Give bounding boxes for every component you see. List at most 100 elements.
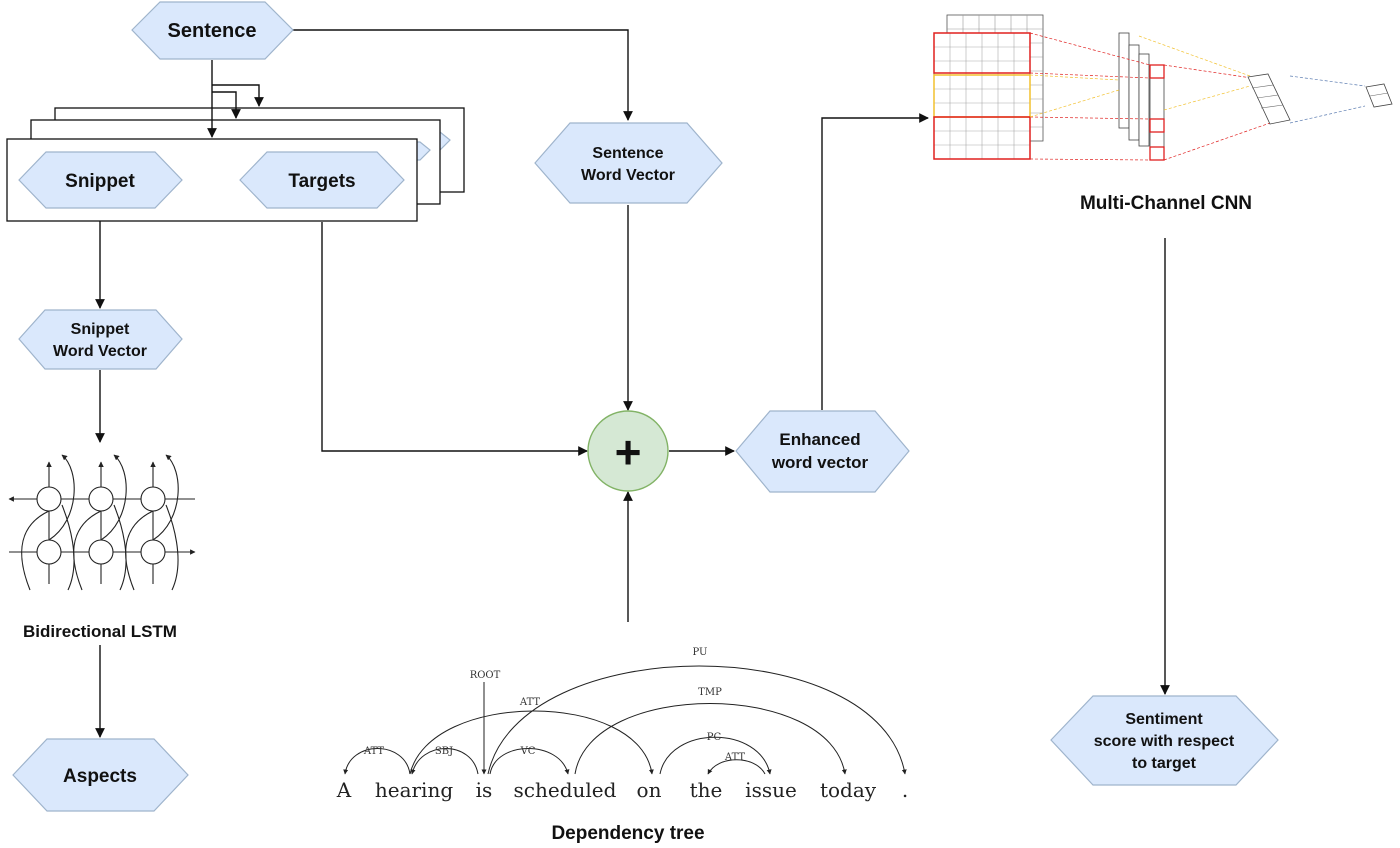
cnn-filter-bottom — [933, 116, 1031, 160]
relation-vc-label: VC — [520, 746, 536, 757]
lstm-curve-1b — [48, 454, 75, 541]
dependency-word-8: today — [820, 778, 877, 802]
node-combine: + — [587, 410, 669, 492]
enhanced-word-vector-hexagon — [735, 410, 910, 493]
relation-sbj-label: SBJ — [435, 746, 453, 757]
sentence-hexagon — [131, 1, 294, 60]
cnn-pooled-cells — [1149, 64, 1165, 161]
snippet-hexagon — [18, 151, 183, 209]
sentence-word-vector-label-line2: Word Vector — [581, 167, 675, 184]
dependency-word-4: scheduled — [514, 778, 617, 802]
edge-sentence-to-stack-back — [212, 84, 264, 107]
sentence-label: Sentence — [168, 20, 257, 42]
enhanced-label-line1: Enhanced — [779, 430, 860, 449]
node-sentence-word-vector: Sentence Word Vector — [534, 122, 723, 204]
lstm-cell-bottom-2 — [88, 539, 114, 565]
lstm-cell-top-3 — [140, 486, 166, 512]
cnn-filter-top — [933, 32, 1031, 74]
aspects-hexagon — [12, 738, 189, 812]
dependency-word-1: A — [336, 778, 352, 802]
node-aspects: Aspects — [12, 738, 189, 812]
relation-pc-label: PC — [707, 732, 722, 743]
arc-tmp — [574, 703, 847, 775]
connectors — [95, 29, 1170, 738]
dependency-word-6: the — [690, 778, 723, 802]
lstm-curve-3a — [125, 510, 154, 591]
dependency-tree-caption: Dependency tree — [551, 823, 704, 844]
enhanced-label-line2: word vector — [771, 453, 869, 472]
cnn-dense-layer-grid — [1251, 84, 1284, 109]
cnn-channel-front-grid — [934, 33, 1030, 159]
arc-att-a — [343, 748, 411, 775]
dependency-word-3: is — [476, 778, 493, 802]
relation-att-the-label: ATT — [724, 752, 746, 763]
relation-tmp-label: TMP — [698, 687, 722, 698]
cnn-dense-layer — [1247, 73, 1291, 125]
edge-targets-to-combine — [321, 222, 588, 456]
relation-att-on-label: ATT — [519, 697, 541, 708]
dependency-tree: ROOT ATT SBJ VC ATT PU TMP PC ATT A hear… — [336, 647, 908, 802]
edge-enhanced-to-cnn — [821, 113, 929, 410]
arc-vc — [489, 748, 570, 775]
arc-att-the — [707, 759, 766, 775]
cnn-output-divider — [1369, 92, 1389, 97]
snippet-word-vector-label-line2: Word Vector — [53, 343, 147, 360]
lstm-cell-top-2 — [88, 486, 114, 512]
node-snippet: Snippet — [18, 151, 183, 209]
node-targets: Targets — [239, 151, 405, 209]
lstm-cell-bottom-1 — [36, 539, 62, 565]
arc-pc — [659, 736, 772, 775]
lstm-curve-6 — [165, 504, 179, 591]
lstm-cell-bottom-3 — [140, 539, 166, 565]
sentiment-label-line1: Sentiment — [1125, 711, 1203, 728]
bilstm-caption: Bidirectional LSTM — [23, 622, 177, 641]
lstm-curve-4 — [61, 504, 75, 591]
lstm-curve-3b — [152, 454, 179, 541]
sentiment-label-line2: score with respect — [1094, 733, 1235, 750]
node-enhanced-word-vector: Enhanced word vector — [735, 410, 910, 493]
lstm-curve-2b — [100, 454, 127, 541]
combine-plus-symbol: + — [615, 426, 642, 478]
dependency-word-5: on — [637, 778, 662, 802]
edge-sentence-to-sentence-vector — [292, 29, 633, 121]
dependency-word-7: issue — [745, 778, 797, 802]
dependency-word-2: hearing — [375, 778, 453, 802]
snippet-label: Snippet — [65, 171, 135, 192]
cnn-feature-map-2 — [1128, 44, 1140, 141]
node-snippet-word-vector: Snippet Word Vector — [18, 309, 183, 370]
sentiment-hexagon — [1050, 695, 1279, 786]
sentence-word-vector-label-line1: Sentence — [592, 145, 663, 162]
targets-label: Targets — [288, 171, 355, 192]
arc-att-on — [409, 710, 654, 775]
bilstm-illustration — [8, 454, 196, 591]
cnn-illustration — [933, 14, 1393, 161]
node-sentence: Sentence — [131, 1, 294, 60]
cnn-caption: Multi-Channel CNN — [1080, 193, 1252, 214]
dependency-word-9: . — [902, 778, 908, 802]
snippet-word-vector-label-line1: Snippet — [71, 321, 130, 338]
sentence-word-vector-hexagon — [534, 122, 723, 204]
snippet-word-vector-hexagon — [18, 309, 183, 370]
lstm-curve-1a — [21, 510, 50, 591]
node-sentiment: Sentiment score with respect to target — [1050, 695, 1279, 786]
edge-sentence-to-stack-middle — [212, 91, 241, 119]
lstm-curve-5 — [113, 504, 127, 591]
cnn-feature-map-4 — [1149, 64, 1165, 161]
lstm-cell-top-1 — [36, 486, 62, 512]
lstm-curve-2a — [73, 510, 102, 591]
combine-circle — [587, 410, 669, 492]
cnn-feature-map-3 — [1138, 53, 1150, 147]
cnn-feature-map-1 — [1118, 32, 1130, 129]
arc-sbj — [410, 748, 479, 775]
relation-pu-label: PU — [693, 647, 708, 658]
targets-hexagon — [239, 151, 405, 209]
relation-att-a-label: ATT — [363, 746, 385, 757]
cnn-output-layer — [1365, 83, 1393, 108]
dependency-arcs — [343, 665, 907, 775]
cnn-projection-lines — [1029, 32, 1366, 161]
sentiment-label-line3: to target — [1132, 755, 1197, 772]
aspects-label: Aspects — [63, 766, 137, 787]
relation-root-label: ROOT — [470, 670, 501, 681]
